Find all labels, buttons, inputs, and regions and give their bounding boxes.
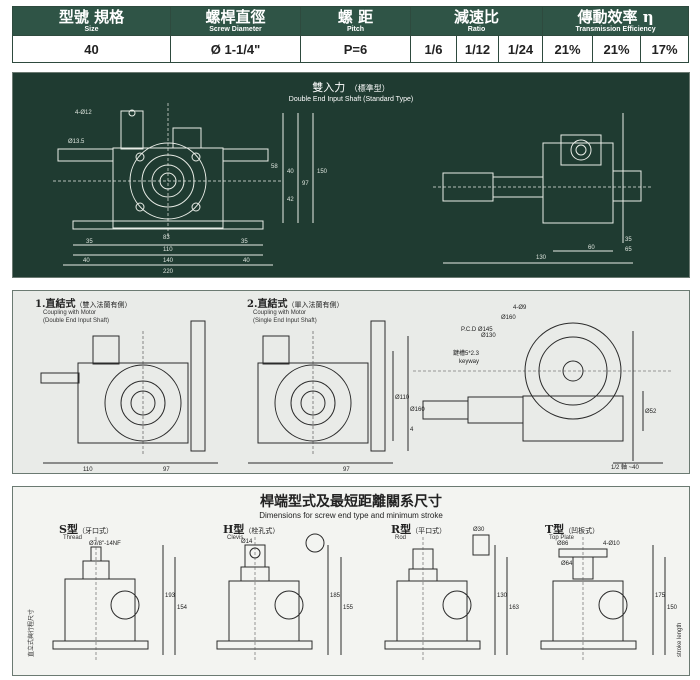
dim-4: 4 [410,427,414,433]
coupling-left-subtitle: Coupling with Motor(Double End Input Sha… [43,310,110,324]
dim-60: 60 [588,245,595,251]
dim-o86: Ø86 [557,541,569,547]
dim-65: 65 [625,247,632,253]
screw-end-title: 桿端型式及最短距離關系尺寸 Dimensions for screw end t… [259,494,443,520]
motor-flange-right [370,320,386,452]
gearbox-body-side [542,142,614,224]
spec-row: 40 Ø 1-1/4" P=6 1/6 1/12 1/24 21% 21% 17… [12,35,690,63]
dim-o64: Ø64 [561,561,573,567]
type-r-label: R型（平口式） [391,523,447,536]
dim-83: 83 [163,235,170,241]
dim-163: 163 [509,605,520,611]
dim-clevis: Ø14 [241,539,253,545]
dim-150-tp: 150 [667,605,678,611]
double-end-drawing: 4-Ø12 Ø13.5 83 58 40 42 97 150 130 60 35… [53,103,653,275]
cell-ratio-3: 1/24 [497,35,544,63]
dim-42: 42 [287,197,294,203]
cell-pitch: P=6 [300,35,411,63]
dim-97-left: 97 [163,467,170,473]
dim-keyway-en: keyway [459,359,479,365]
cell-size: 40 [12,35,171,63]
cell-efficiency-1: 21% [542,35,594,63]
dim-rod: Ø30 [473,527,485,533]
dim-pcd: P.C.D Ø145 [461,327,493,333]
dim-o160: Ø160 [410,407,425,413]
dim-o160-top: Ø160 [501,315,516,321]
cell-ratio-1: 1/6 [410,35,457,63]
side-note-left: 直立式與行程尺寸 [27,609,35,657]
dim-40-left: 40 [83,258,90,264]
dim-154: 154 [177,605,188,611]
type-h-en: Clevis [227,535,244,541]
dim-shaft-dia: Ø13.5 [68,139,85,145]
dim-58: 58 [271,164,278,170]
cell-screw-diameter: Ø 1-1/4" [170,35,301,63]
dim-top-plate: 4-Ø10 [603,541,620,547]
dim-bolt-holes: 4-Ø12 [75,110,92,116]
type-s-label: S型（牙口式） [59,523,113,536]
dim-35-side: 35 [625,237,632,243]
dim-35-right: 35 [241,239,248,245]
dim-o110: Ø110 [395,395,410,401]
cell-efficiency-3: 17% [640,35,690,63]
type-h-label: H型（栓孔式） [223,523,280,536]
dim-175: 175 [655,593,666,599]
dim-110: 110 [163,247,173,253]
motor-flange-left [190,320,206,452]
type-r-en: Rod [395,535,407,541]
dim-thread: Ø7/8"-14NF [89,541,121,547]
dim-97: 97 [302,181,309,187]
screw-end-drawing: Ø7/8"-14NF Ø14 Ø30 4-Ø10 193 154 185 155… [27,527,683,662]
dim-o130: Ø130 [481,333,496,339]
coupling-panel: 1.直結式（雙入法蘭有側） Coupling with Motor(Double… [12,290,690,474]
coupling-right-title: 2.直結式（單入法蘭有側） [247,299,344,310]
dim-140: 140 [163,258,174,264]
dim-220: 220 [163,269,174,275]
dim-185: 185 [330,593,341,599]
double-end-title: 雙入力 （標準型） Double End Input Shaft (Standa… [288,81,414,103]
dim-130-rod: 130 [497,593,508,599]
coupling-left-title: 1.直結式（雙入法蘭有側） [35,299,132,310]
dim-130: 130 [536,255,547,261]
type-t-en: Top Plate [549,535,575,541]
dim-35-left: 35 [86,239,93,245]
type-s-en: Thread [63,535,83,541]
coupling-drawing: 110 97 97 Ø110 Ø160 Ø130 P.C.D Ø145 Ø160… [40,305,673,473]
side-note-right: stroke length [677,623,683,657]
dim-40-right: 40 [243,258,250,264]
cell-ratio-2: 1/12 [456,35,499,63]
dim-155: 155 [343,605,354,611]
dim-half-shaft: 1/2 軸 ~40 [611,463,640,471]
dim-keyway-cn: 鍵槽5*2.3 [453,349,480,357]
cell-efficiency-2: 21% [592,35,642,63]
dim-110-coupling: 110 [83,467,93,473]
dim-150: 150 [317,169,328,175]
double-end-drawing-panel: 雙入力 （標準型） Double End Input Shaft (Standa… [12,72,690,278]
screw-end-panel: 桿端型式及最短距離關系尺寸 Dimensions for screw end t… [12,486,690,676]
dim-97-right: 97 [343,467,350,473]
type-t-label: T型（凹板式） [545,523,600,536]
dim-40: 40 [287,169,294,175]
dim-o52: Ø52 [645,409,657,415]
coupling-right-subtitle: Coupling with Motor(Single End Input Sha… [253,310,317,324]
dim-4-o9: 4-Ø9 [513,305,527,311]
dim-193: 193 [165,593,176,599]
